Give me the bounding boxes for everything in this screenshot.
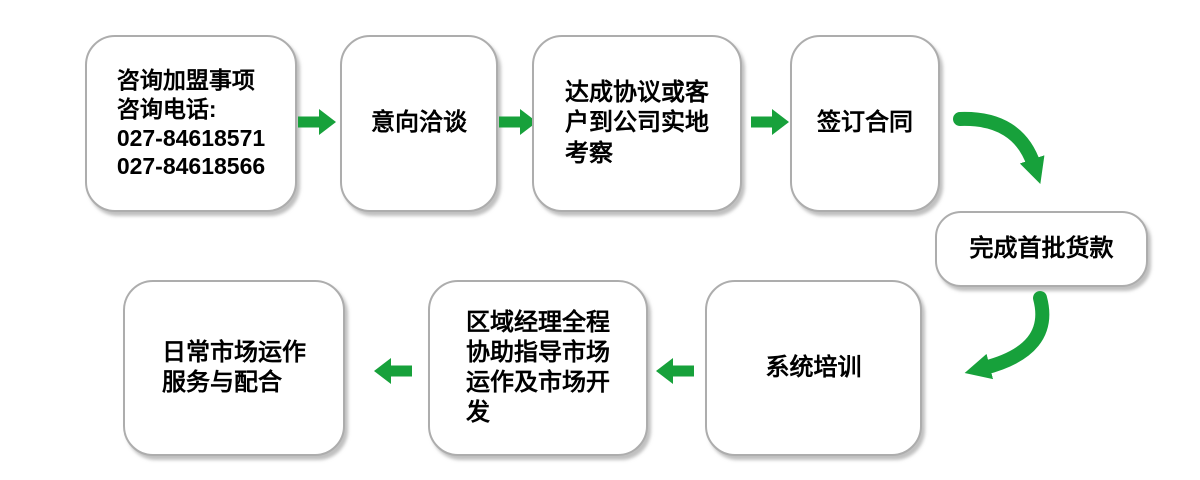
arrow-left-icon <box>656 358 694 384</box>
flow-step-intent: 意向洽谈 <box>340 35 498 212</box>
flow-step-daily: 日常市场运作 服务与配合 <box>123 280 345 456</box>
flow-step-payment: 完成首批货款 <box>935 211 1148 287</box>
flow-step-contract: 签订合同 <box>790 35 940 212</box>
curved-arrow-down-icon <box>953 111 1045 184</box>
flow-step-agreement-label: 达成协议或客 户到公司实地 考察 <box>565 79 709 167</box>
flow-step-agreement: 达成协议或客 户到公司实地 考察 <box>532 35 742 212</box>
flow-step-payment-label: 完成首批货款 <box>969 234 1114 262</box>
flow-step-intent-label: 意向洽谈 <box>371 109 467 137</box>
arrow-left-icon <box>374 358 412 384</box>
arrow-right-icon <box>298 109 336 135</box>
flow-step-daily-label: 日常市场运作 服务与配合 <box>162 338 306 396</box>
arrow-right-icon <box>499 109 537 135</box>
flow-step-manager-label: 区域经理全程 协助指导市场 运作及市场开 发 <box>466 308 610 427</box>
flow-step-consult: 咨询加盟事项 咨询电话: 027-84618571 027-84618566 <box>85 35 297 212</box>
flow-step-contract-label: 签订合同 <box>817 109 913 137</box>
curved-arrow-down-left-icon <box>964 291 1050 380</box>
flow-step-training: 系统培训 <box>705 280 922 456</box>
flow-step-training-label: 系统培训 <box>765 353 862 381</box>
arrow-right-icon <box>751 109 789 135</box>
flow-step-consult-label: 咨询加盟事项 咨询电话: 027-84618571 027-84618566 <box>116 66 266 180</box>
flow-step-manager: 区域经理全程 协助指导市场 运作及市场开 发 <box>428 280 648 456</box>
